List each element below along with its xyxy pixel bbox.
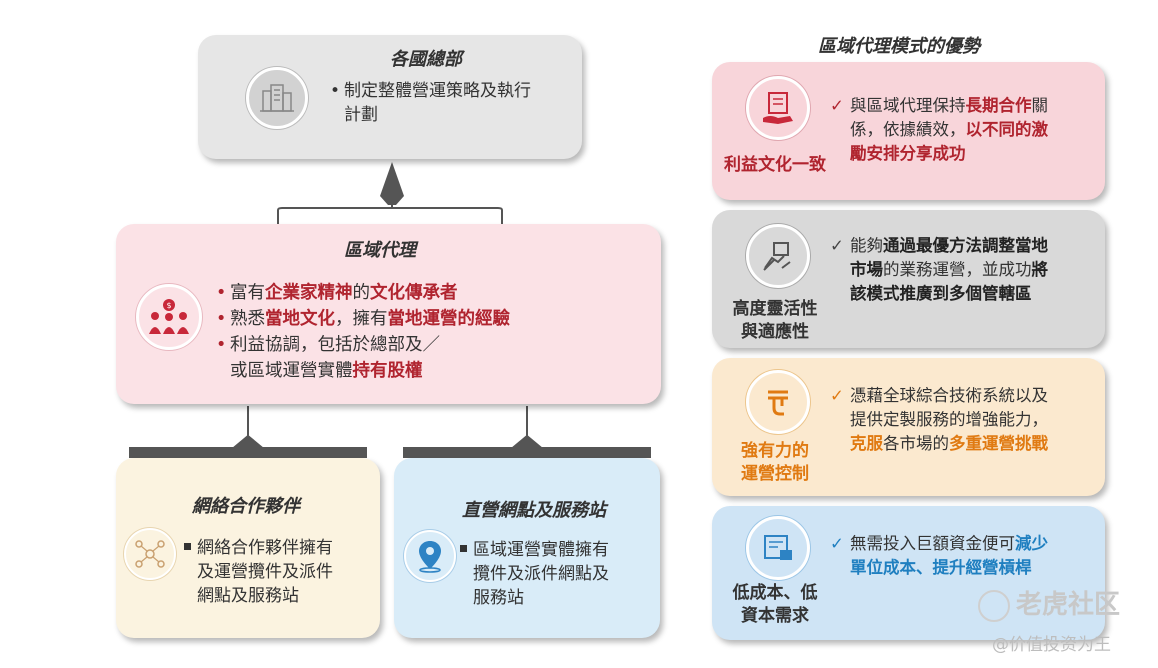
advantages-title: 區域代理模式的優勢: [818, 36, 980, 57]
advantage-line: 該模式推廣到多個管轄區: [830, 282, 1048, 306]
network-line: 網點及服務站: [197, 586, 299, 606]
advantage-line: ✓ 能夠通過最優方法調整當地: [830, 234, 1048, 258]
check-icon: ✓: [830, 534, 844, 553]
hq-bullet-line: 計劃: [344, 105, 378, 125]
hq-box: 各國總部 •制定整體營運策略及執行 計劃: [198, 35, 582, 159]
regional-agent-box: 區域代理 $ •富有企業家精神的文化傳承者•熟悉當地文化，擁有當地運營的經驗•利…: [116, 224, 661, 404]
direct-title: 直營網點及服務站: [462, 500, 606, 521]
cost-chart-icon: [746, 516, 810, 580]
regional-bullet-line: •富有企業家精神的文化傳承者: [216, 280, 510, 306]
operation-control-icon: [746, 370, 810, 434]
advantage-text: ✓ 與區域代理保持長期合作關係，依據績效，以不同的激勵安排分享成功: [830, 94, 1048, 166]
bullet-dot: •: [216, 283, 227, 303]
advantage-label: 高度靈活性 與適應性: [732, 299, 818, 342]
regional-bullet-line: •利益協調，包括於總部及／: [216, 332, 510, 358]
highlight-text: 克服: [850, 434, 883, 453]
check-icon: ✓: [830, 386, 844, 405]
text-segment: 無需投入巨額資金便可: [850, 534, 1015, 553]
text-segment: 或區域運營實體: [230, 361, 353, 381]
direct-line: 服務站: [473, 588, 524, 608]
advantage-line: 勵安排分享成功: [830, 142, 1048, 166]
headquarters-building-icon: [246, 67, 308, 129]
bullet-dot: •: [216, 309, 227, 329]
advantage-box-interest: 利益文化一致 ✓ 與區域代理保持長期合作關係，依據績效，以不同的激勵安排分享成功: [712, 62, 1105, 200]
advantage-label: 低成本、低 資本需求: [732, 583, 818, 626]
highlight-text: 勵安排分享成功: [850, 144, 966, 163]
network-bullets: 網絡合作夥伴擁有 及運營攬件及派件 網點及服務站: [184, 536, 333, 608]
advantage-box-flexibility: 高度靈活性 與適應性 ✓能夠通過最優方法調整當地市場的業務運營，並成功將該模式推…: [712, 210, 1105, 348]
text-segment: 係，依據績效，: [850, 120, 966, 139]
text-segment: 的: [352, 283, 371, 303]
advantage-box-cost: 低成本、低 資本需求 ✓ 無需投入巨額資金便可減少單位成本、提升經營槓桿: [712, 506, 1105, 640]
advantage-line: ✓ 與區域代理保持長期合作關: [830, 94, 1048, 118]
regional-title: 區域代理: [344, 240, 416, 261]
highlight-text: 長期合作: [965, 96, 1032, 115]
advantage-line: 提供定製服務的增強能力，: [830, 408, 1048, 432]
hq-title: 各國總部: [390, 49, 462, 70]
advantage-text: ✓能夠通過最優方法調整當地市場的業務運營，並成功將該模式推廣到多個管轄區: [830, 234, 1048, 306]
network-title: 網絡合作夥伴: [192, 496, 300, 517]
advantage-label: 利益文化一致: [724, 155, 826, 175]
advantage-line: 係，依據績效，以不同的激: [830, 118, 1048, 142]
watermark-brand: 老虎社区: [978, 584, 1120, 622]
highlight-text: 該模式推廣到多個管轄區: [850, 284, 1032, 303]
network-partner-box: 網絡合作夥伴 網絡合作夥伴擁有 及運營攬件及派件 網點及服務站: [116, 458, 380, 638]
highlight-text: 多重運營挑戰: [949, 434, 1048, 453]
network-nodes-icon: [124, 528, 176, 580]
highlight-text: 單位成本、提升經營槓桿: [850, 558, 1032, 577]
hand-gear-icon: [746, 224, 810, 288]
document-hand-icon: [746, 76, 810, 140]
direct-bullets: 區域運營實體擁有 攬件及派件網點及 服務站: [460, 538, 609, 610]
advantage-line: ✓ 無需投入巨額資金便可減少: [830, 532, 1048, 556]
text-segment: 與區域代理保持: [850, 96, 966, 115]
highlight-text: 通過最優方法調整當地: [883, 236, 1048, 255]
advantage-line: ✓ 憑藉全球綜合技術系統以及: [830, 384, 1048, 408]
advantage-line: 克服各市場的多重運營挑戰: [830, 432, 1048, 456]
advantage-text: ✓ 憑藉全球綜合技術系統以及提供定製服務的增強能力， 克服各市場的多重運營挑戰: [830, 384, 1048, 456]
advantage-text: ✓ 無需投入巨額資金便可減少單位成本、提升經營槓桿: [830, 532, 1048, 580]
text-segment: 能夠: [850, 236, 883, 255]
advantage-box-control: 強有力的 運營控制 ✓ 憑藉全球綜合技術系統以及提供定製服務的增強能力， 克服各市場…: [712, 358, 1105, 496]
direct-outlets-box: 直營網點及服務站 區域運營實體擁有 攬件及派件網點及 服務站: [394, 458, 660, 638]
svg-text:$: $: [166, 301, 171, 310]
hq-bullet-line: 制定整體營運策略及執行: [344, 81, 531, 101]
highlight-text: 當地文化: [265, 309, 335, 329]
text-segment: 熟悉: [230, 309, 265, 329]
hq-bullets: •制定整體營運策略及執行 計劃: [330, 81, 531, 125]
regional-bullet-line: 或區域運營實體持有股權: [216, 358, 510, 384]
highlight-text: 減少: [1015, 534, 1048, 553]
text-segment: 各市場的: [883, 434, 949, 453]
regional-bullet-line: •熟悉當地文化，擁有當地運營的經驗: [216, 306, 510, 332]
text-segment: 利益協調，包括於總部及／: [230, 335, 440, 355]
location-pin-icon: [404, 530, 456, 582]
tiger-logo-icon: [978, 589, 1010, 622]
highlight-text: 文化傳承者: [370, 283, 458, 303]
highlight-text: 持有股權: [352, 361, 423, 381]
check-icon: ✓: [830, 236, 844, 255]
text-segment: ，擁有: [335, 309, 388, 329]
text-segment: 關: [1031, 96, 1049, 115]
network-line: 及運營攬件及派件: [197, 562, 333, 582]
highlight-text: 以不同的激: [965, 120, 1049, 139]
highlight-text: 市場: [850, 260, 883, 279]
check-icon: ✓: [830, 96, 844, 115]
highlight-text: 當地運營的經驗: [387, 309, 511, 329]
direct-line: 攬件及派件網點及: [473, 564, 609, 584]
regional-bullets: •富有企業家精神的文化傳承者•熟悉當地文化，擁有當地運營的經驗•利益協調，包括於…: [216, 280, 510, 384]
highlight-text: 企業家精神: [265, 283, 353, 303]
bullet-dot: •: [216, 335, 227, 355]
text-segment: 提供定製服務的增強能力，: [850, 410, 1048, 429]
direct-line: 區域運營實體擁有: [473, 540, 609, 560]
advantage-label: 強有力的 運營控制: [741, 441, 809, 484]
highlight-text: 將: [1031, 260, 1049, 279]
text-segment: 憑藉全球綜合技術系統以及: [850, 386, 1048, 405]
advantage-line: 市場的業務運營，並成功將: [830, 258, 1048, 282]
network-line: 網絡合作夥伴擁有: [197, 538, 333, 558]
text-segment: 富有: [230, 283, 265, 303]
team-money-icon: $: [136, 284, 202, 350]
text-segment: 的業務運營，並成功: [883, 260, 1032, 279]
advantage-line: 單位成本、提升經營槓桿: [830, 556, 1048, 580]
watermark-handle: @价值投资为王: [992, 635, 1111, 655]
